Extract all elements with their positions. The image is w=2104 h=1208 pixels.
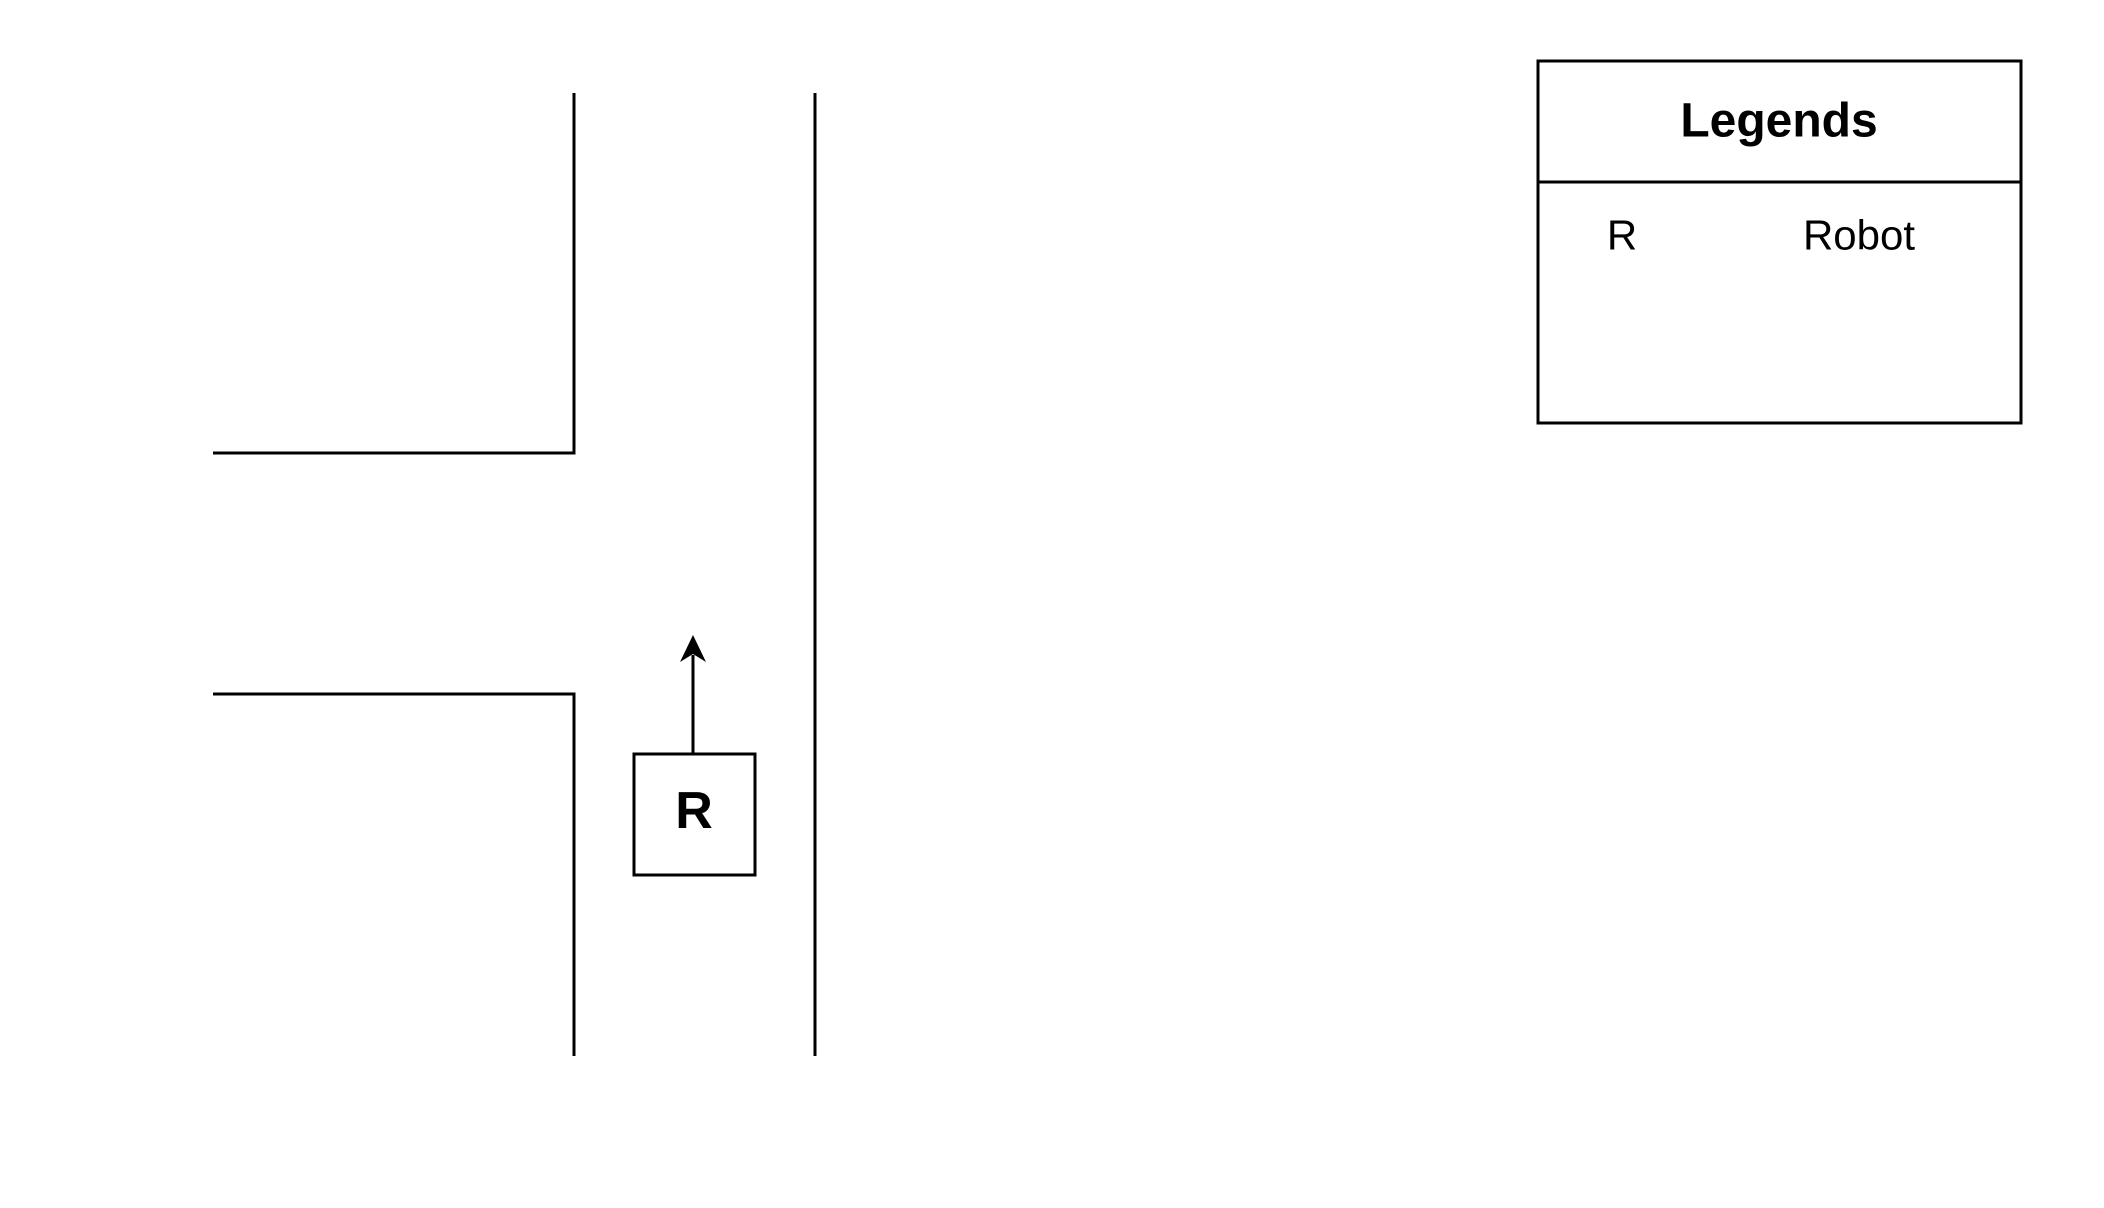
legend-entry-symbol: R [1607,212,1637,259]
legend-box: Legends R Robot [1536,59,2023,425]
robot-heading-arrowhead-icon [680,635,706,662]
robot-box [632,752,757,877]
lower-left-wall [213,692,576,1056]
upper-left-wall [213,93,576,455]
legend-entry-meaning: Robot [1803,212,1915,259]
robot-label: R [675,782,713,840]
legend-frame [1536,59,2023,425]
corridor-walls [213,93,817,1056]
robot: R [632,635,757,877]
legend-title: Legends [1680,95,1877,148]
